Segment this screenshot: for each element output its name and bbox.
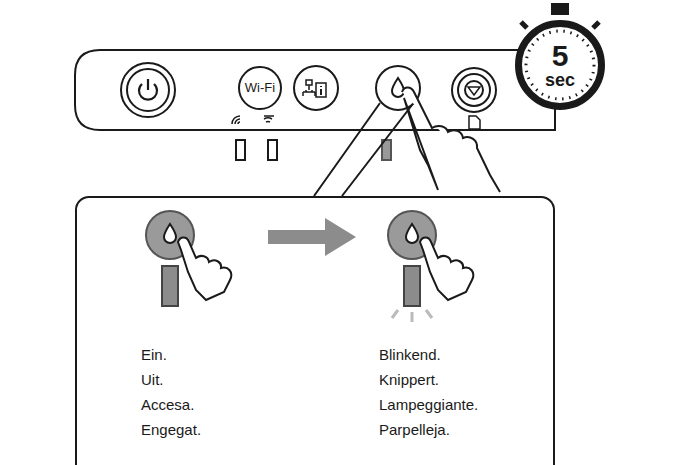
status-text: Ein.	[141, 346, 167, 364]
stop-symbol	[465, 81, 483, 99]
paper-icon	[469, 116, 480, 129]
button-label: 5	[552, 41, 569, 71]
status-text: Blinkend.	[379, 346, 441, 364]
info-icon	[316, 83, 326, 97]
info-glyph	[320, 86, 322, 95]
pointing-hand	[178, 238, 231, 301]
status-text: Engegat.	[141, 421, 201, 439]
status-text: Lampeggiante.	[379, 396, 478, 414]
network-icon	[303, 80, 315, 96]
stopwatch-knob	[552, 4, 568, 14]
wifi-indicator-icon	[232, 116, 240, 124]
tick-marks	[526, 31, 594, 99]
blink-marks	[392, 310, 432, 322]
ink-drop-symbol	[406, 224, 418, 243]
stopwatch: 5sec	[515, 20, 605, 110]
power-button-inner	[127, 69, 169, 111]
status-text: Knippert.	[379, 371, 439, 389]
status-text: Parpelleja.	[379, 421, 450, 439]
callout-leader	[314, 103, 412, 196]
network-info-button	[294, 66, 338, 110]
ink-drop-symbol	[392, 78, 404, 97]
ink-drop-symbol	[164, 224, 176, 243]
pointing-hand	[402, 88, 500, 193]
wifi-direct-led	[268, 140, 277, 160]
callout-panel: Ein. Uit. Accesa. Engegat. Blinkend. Knippert…	[75, 196, 555, 465]
stop-button-inner	[458, 74, 490, 106]
ink-led-blinking	[404, 266, 420, 306]
power-symbol	[139, 79, 157, 100]
ink-led-on	[162, 266, 178, 306]
wifi-led	[236, 140, 245, 160]
status-text: Uit.	[141, 371, 164, 389]
wifi-direct-icon	[264, 116, 274, 122]
power-button	[121, 63, 175, 117]
button-label: sec	[545, 71, 575, 89]
pointing-hand	[420, 238, 473, 301]
stop-triangle	[468, 87, 480, 95]
control-panel-outline	[75, 50, 555, 130]
stop-button	[452, 68, 496, 112]
wifi-button: Wi-Fi	[238, 66, 282, 110]
state-arrow	[268, 218, 356, 256]
status-text: Accesa.	[141, 396, 194, 414]
button-label: Wi-Fi	[245, 80, 275, 96]
